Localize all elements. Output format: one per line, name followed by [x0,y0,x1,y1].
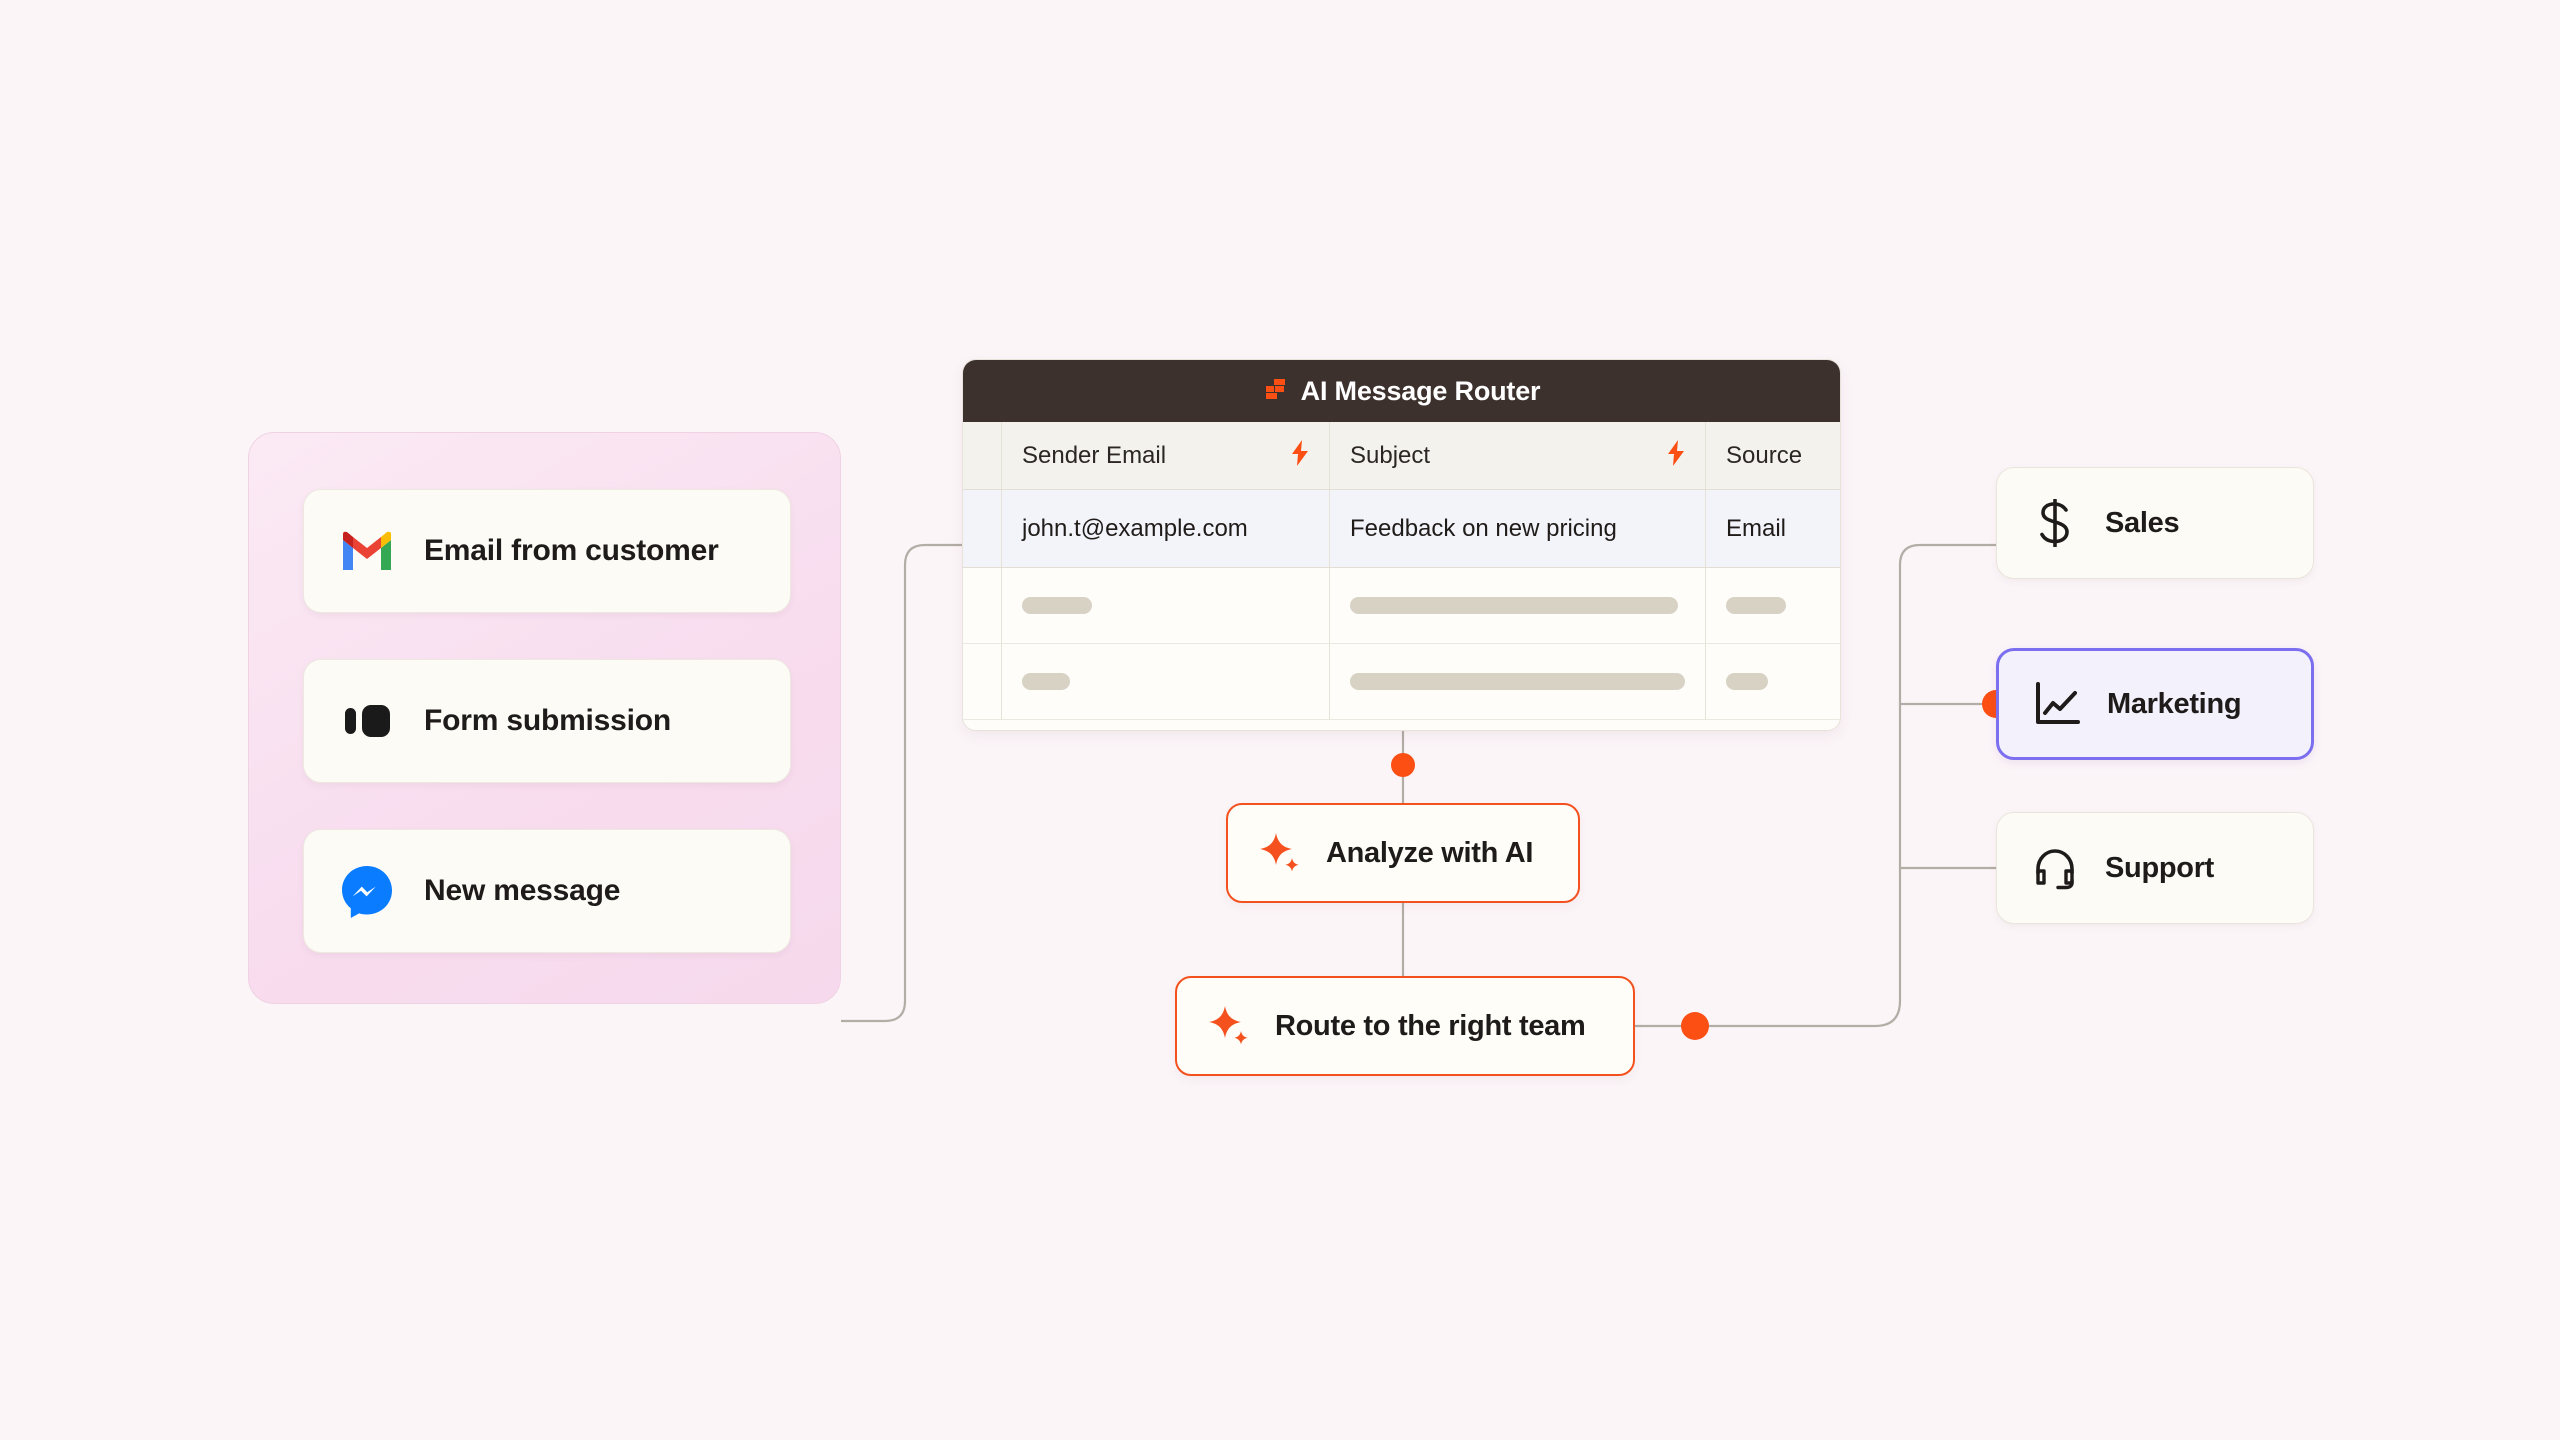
source-label: Email from customer [424,534,719,567]
messenger-icon [338,862,396,920]
destination-label: Sales [2105,506,2180,539]
ai-sparkle-icon [1258,830,1304,876]
skeleton-pill [1350,673,1685,690]
ai-bolt-icon [1667,440,1685,471]
column-label: Subject [1350,441,1431,469]
source-label: Form submission [424,704,672,737]
cell-value: Email [1726,514,1787,542]
line-chart-icon [2033,680,2081,728]
source-card-form[interactable]: Form submission [303,659,791,783]
destination-card-marketing[interactable]: Marketing [1996,648,2314,760]
ai-message-router-table: AI Message Router Sender Email Subject S… [962,359,1841,731]
action-label: Route to the right team [1275,1009,1586,1042]
column-header-sender-email[interactable]: Sender Email [1002,422,1330,489]
action-node-analyze-with-ai[interactable]: Analyze with AI [1226,803,1580,903]
cell-sender-email [1002,644,1330,719]
typeform-icon [338,692,396,750]
connector-dot-analyze [1391,753,1415,777]
table-row[interactable]: john.t@example.com Feedback on new prici… [963,490,1840,568]
table-title: AI Message Router [1300,375,1541,406]
cell-value: Feedback on new pricing [1350,514,1617,542]
cell-subject [1330,644,1706,719]
gutter-cell [963,422,1002,489]
destination-label: Support [2105,851,2215,884]
table-titlebar: AI Message Router [963,360,1840,422]
sources-panel: Email from customer Form submission New … [248,432,841,1004]
gutter-cell [963,644,1002,719]
column-label: Source [1726,441,1803,469]
destination-card-support[interactable]: Support [1996,812,2314,924]
action-label: Analyze with AI [1326,836,1534,869]
destination-card-sales[interactable]: Sales [1996,467,2314,579]
skeleton-pill [1022,673,1070,690]
gmail-icon [338,522,396,580]
destination-label: Marketing [2107,687,2242,720]
source-card-email[interactable]: Email from customer [303,489,791,613]
table-row[interactable] [963,644,1840,720]
table-header-row: Sender Email Subject Source [963,422,1840,490]
table-row[interactable] [963,568,1840,644]
skeleton-pill [1350,597,1678,614]
source-card-message[interactable]: New message [303,829,791,953]
skeleton-pill [1726,673,1768,690]
cell-sender-email: john.t@example.com [1002,490,1330,567]
column-header-subject[interactable]: Subject [1330,422,1706,489]
skeleton-pill [1022,597,1092,614]
dollar-sign-icon [2031,499,2079,547]
connector-dot-route [1681,1012,1709,1040]
zapier-logo-icon [1263,377,1287,406]
cell-sender-email [1002,568,1330,643]
cell-subject: Feedback on new pricing [1330,490,1706,567]
column-label: Sender Email [1022,441,1167,469]
ai-bolt-icon [1291,440,1309,471]
cell-subject [1330,568,1706,643]
ai-sparkle-icon [1207,1003,1253,1049]
cell-value: john.t@example.com [1022,514,1248,542]
source-label: New message [424,874,621,907]
headset-icon [2031,844,2079,892]
gutter-cell [963,568,1002,643]
cell-source [1706,568,1840,643]
gutter-cell [963,490,1002,567]
action-node-route-to-team[interactable]: Route to the right team [1175,976,1635,1076]
cell-source: Email [1706,490,1840,567]
column-header-source[interactable]: Source [1706,422,1840,489]
cell-source [1706,644,1840,719]
skeleton-pill [1726,597,1786,614]
